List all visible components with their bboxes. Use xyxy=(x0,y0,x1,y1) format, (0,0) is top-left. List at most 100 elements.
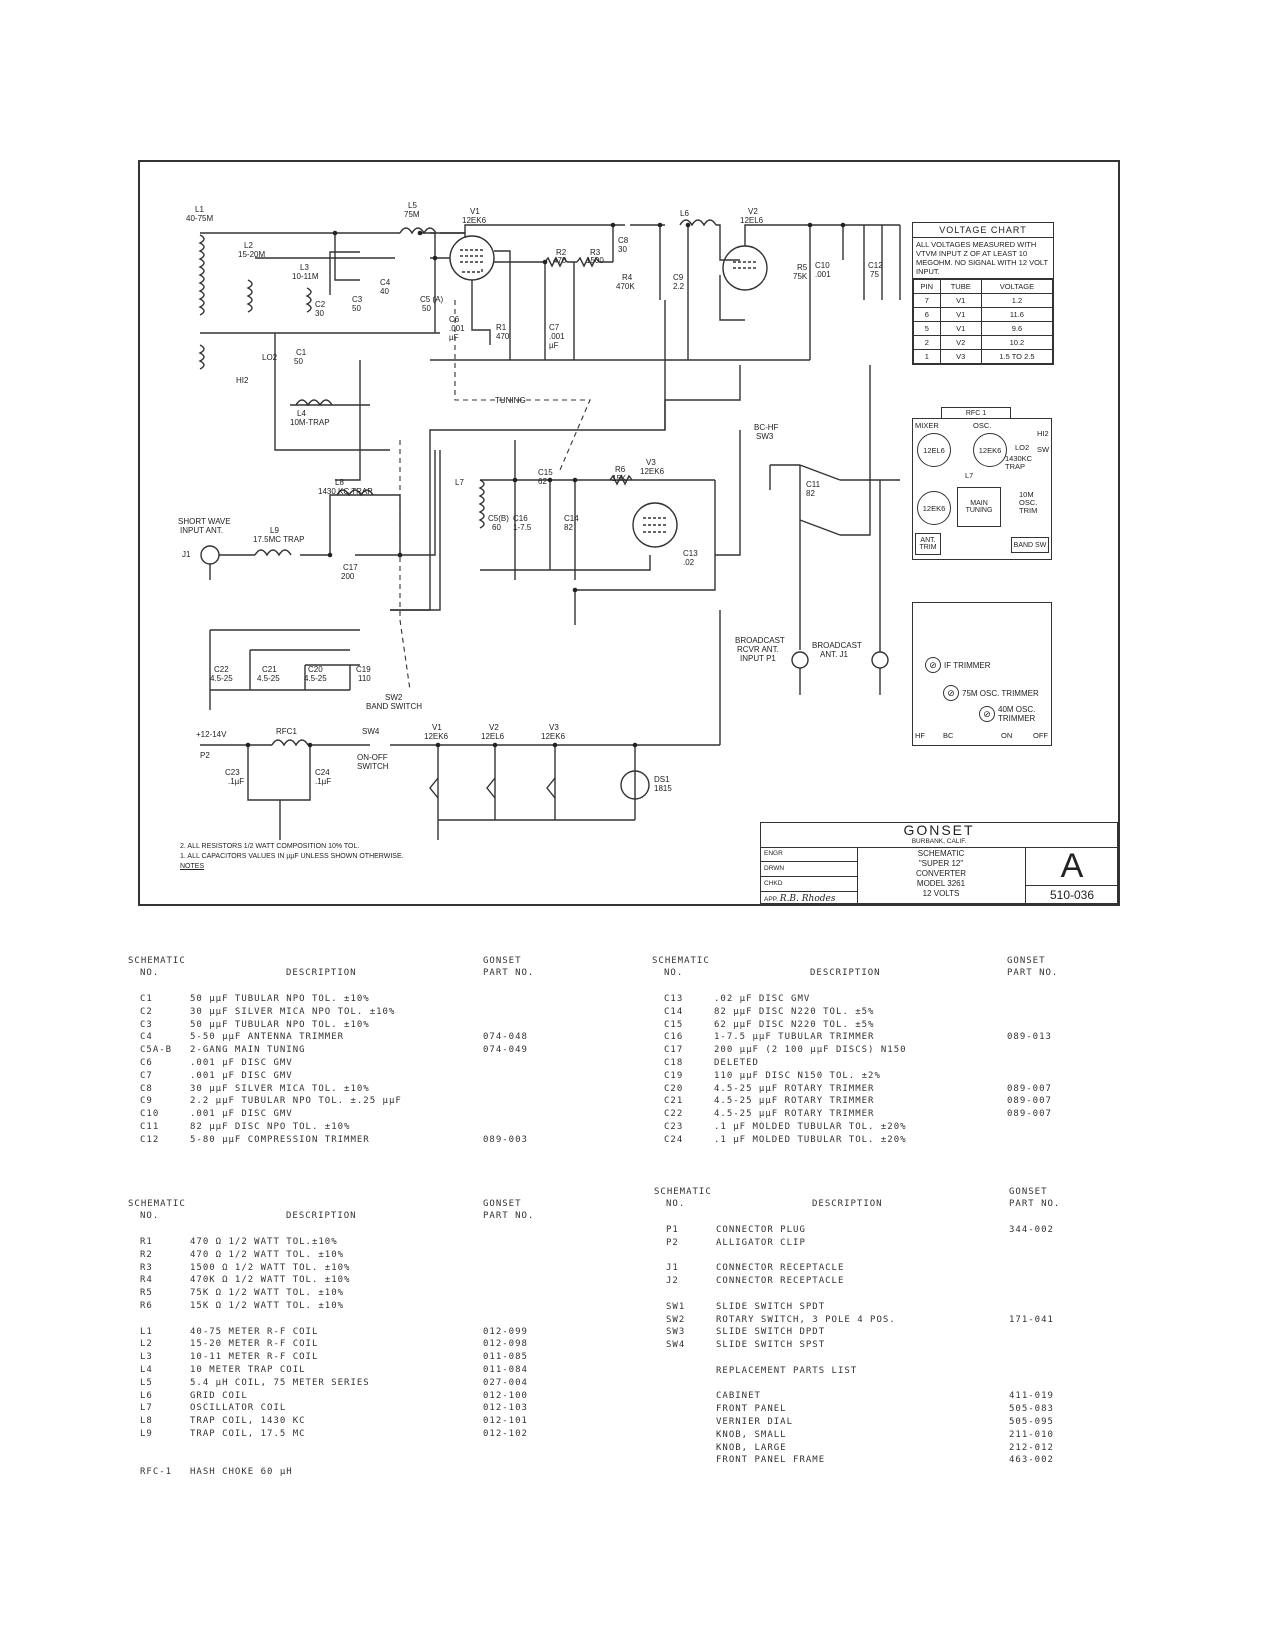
label-c7-val: .001 xyxy=(549,332,565,341)
osc75-trimmer: ⊘75M OSC. TRIMMER xyxy=(943,685,1039,701)
vc-pin: 1 xyxy=(913,349,941,364)
label-c19: C19 xyxy=(356,665,371,674)
label-bc-ant: BROADCAST xyxy=(812,641,862,650)
label-c3: C3 xyxy=(352,295,363,304)
header-no: NO. xyxy=(140,968,160,978)
part-id: C24 xyxy=(664,1134,684,1145)
vc-voltage: 1.5 TO 2.5 xyxy=(980,349,1054,364)
part-id: L8 xyxy=(140,1416,153,1427)
part-description: 4.5-25 µµF ROTARY TRIMMER xyxy=(714,1083,875,1094)
label-v2-type: 12EL6 xyxy=(740,216,764,225)
part-number: 012-101 xyxy=(483,1416,528,1427)
part-id: C4 xyxy=(140,1032,153,1043)
part-id: L4 xyxy=(140,1365,153,1375)
label-r6-val: 15K xyxy=(612,474,627,483)
label-c24: C24 xyxy=(315,768,330,777)
label-heater-v3-type: 12EK6 xyxy=(541,732,566,741)
part-id: SW1 xyxy=(666,1301,686,1312)
header-gonset: GONSET xyxy=(1007,956,1046,966)
label-l4-val: 10M-TRAP xyxy=(290,418,330,427)
label-r1: R1 xyxy=(496,323,507,332)
part-description: 15-20 METER R-F COIL xyxy=(190,1339,319,1350)
vc-tube: V1 xyxy=(939,321,982,336)
part-description: TRAP COIL, 17.5 MC xyxy=(190,1429,306,1439)
note-2: 2. ALL RESISTORS 1/2 WATT COMPOSITION 10… xyxy=(180,843,360,850)
main-tuning-box: MAIN TUNING xyxy=(957,487,1001,527)
part-description: SLIDE SWITCH SPDT xyxy=(716,1301,826,1312)
header-description: DESCRIPTION xyxy=(812,1199,883,1209)
label-sw-chassis: SW xyxy=(1037,445,1050,454)
part-id: L1 xyxy=(140,1326,153,1337)
label-c14: C14 xyxy=(564,514,579,523)
label-c16-val: 1-7.5 xyxy=(513,523,532,532)
part-description: REPLACEMENT PARTS LIST xyxy=(716,1365,858,1376)
label-bc-rcvr-2: RCVR ANT. xyxy=(737,645,779,654)
header-part-no: PART NO. xyxy=(1007,968,1059,978)
header-no: NO. xyxy=(664,968,684,978)
part-number: 505-095 xyxy=(1009,1417,1054,1427)
label-l2: L2 xyxy=(244,241,253,250)
part-description: 15K Ω 1/2 WATT TOL. ±10% xyxy=(190,1301,345,1311)
label-c15-val: 62 xyxy=(538,477,547,486)
trimmer-icon: ⊘ xyxy=(943,685,959,701)
part-number: 344-002 xyxy=(1009,1225,1054,1235)
part-id: C18 xyxy=(664,1058,684,1068)
part-description: SLIDE SWITCH DPDT xyxy=(716,1327,826,1338)
part-id: C20 xyxy=(664,1083,684,1094)
part-id: C3 xyxy=(140,1019,153,1030)
label-c12: C12 xyxy=(868,261,883,270)
part-description: 2.2 µµF TUBULAR NPO TOL. ±.25 µµF xyxy=(190,1096,402,1107)
label-c22-val: 4.5-25 xyxy=(210,674,233,683)
label-j1: J1 xyxy=(182,550,191,559)
label-l1-val: 40-75M xyxy=(186,214,213,223)
label-l3-val: 10-11M xyxy=(292,272,319,281)
header-schematic: SCHEMATIC xyxy=(128,1199,186,1209)
l5-coil xyxy=(399,227,437,235)
part-id: C8 xyxy=(140,1083,153,1094)
part-description: CONNECTOR RECEPTACLE xyxy=(716,1276,845,1287)
parts-row: C7.001 µF DISC GMV xyxy=(128,1070,548,1083)
label-l8: L8 xyxy=(335,478,344,487)
part-description: .001 µF DISC GMV xyxy=(190,1070,293,1081)
label-rfc1: RFC1 xyxy=(276,727,297,736)
voltage-chart-title: VOLTAGE CHART xyxy=(913,223,1053,238)
part-description: KNOB, SMALL xyxy=(716,1429,787,1440)
part-description: .001 µF DISC GMV xyxy=(190,1109,293,1120)
v2-tube xyxy=(722,245,768,291)
part-description: FRONT PANEL xyxy=(716,1404,787,1415)
label-c7-unit: µF xyxy=(549,341,559,350)
header-description: DESCRIPTION xyxy=(286,1211,357,1221)
label-c19-val: 110 xyxy=(358,674,371,683)
label-osc: OSC. xyxy=(973,421,992,430)
if-trimmer: ⊘IF TRIMMER xyxy=(925,657,991,673)
parts-row xyxy=(654,1288,1074,1301)
part-description: ROTARY SWITCH, 3 POLE 4 POS. xyxy=(716,1314,896,1325)
label-heater-v2: V2 xyxy=(489,723,499,732)
label-c5b: C5(B) xyxy=(488,514,509,523)
sig-app: APP. R.B. Rhodes xyxy=(761,892,857,906)
label-c5b-val: 60 xyxy=(492,523,501,532)
drawing-size: A xyxy=(1060,847,1084,885)
v1-tube xyxy=(449,235,495,281)
title-block: GONSET BURBANK, CALIF. ENGR DRWN CHKD AP… xyxy=(760,822,1118,906)
chassis-bottom-view: ⊘IF TRIMMER ⊘75M OSC. TRIMMER ⊘40M OSC. … xyxy=(912,602,1052,746)
header-description: DESCRIPTION xyxy=(286,968,357,978)
sig-app-label: APP. xyxy=(764,896,778,903)
